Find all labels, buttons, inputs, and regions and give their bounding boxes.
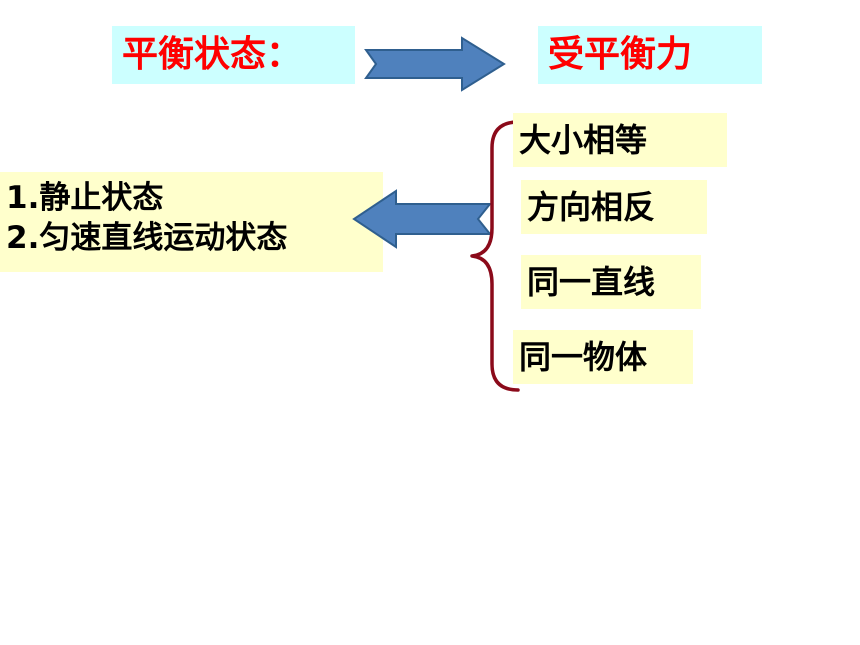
curly-brace-icon [470,120,520,392]
condition-opposite-direction: 方向相反 [521,180,707,234]
balanced-state-title: 平衡状态： [112,26,355,84]
motion-states-box: 1.静止状态 2.匀速直线运动状态 [0,172,383,272]
condition-same-line: 同一直线 [521,255,701,309]
condition-same-object: 同一物体 [513,330,693,384]
balanced-force-title: 受平衡力 [538,26,762,84]
state-static: 1.静止状态 [6,180,164,216]
state-uniform-motion: 2.匀速直线运动状态 [6,220,288,256]
left-arrow-icon [352,189,493,249]
right-arrow-icon [364,36,506,92]
condition-equal-magnitude: 大小相等 [513,113,727,167]
